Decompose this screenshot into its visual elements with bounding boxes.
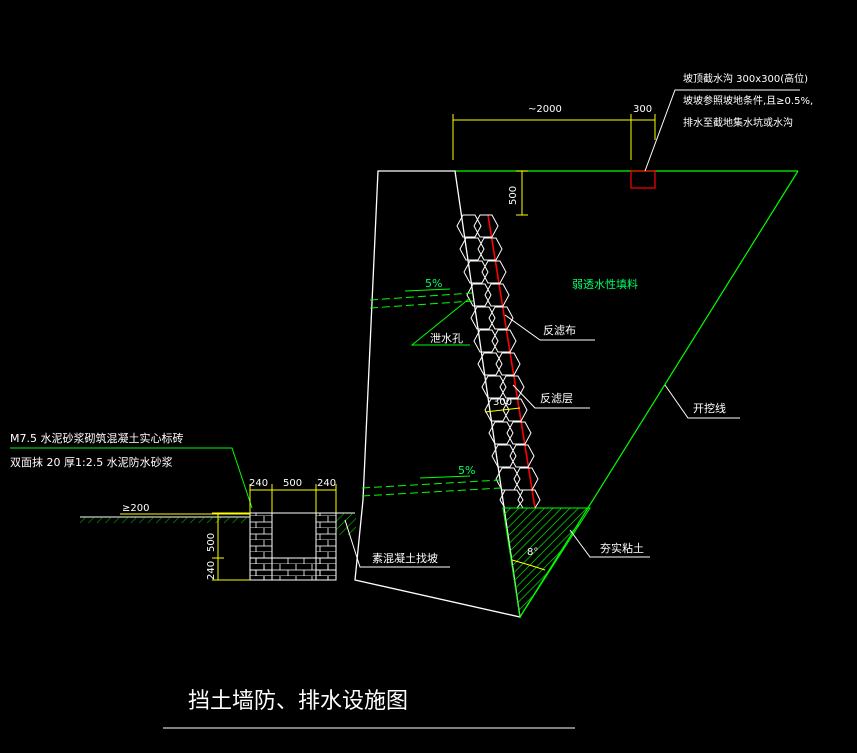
leader-concrete xyxy=(344,519,450,568)
angle-arc xyxy=(511,559,546,571)
drain-hole-lower xyxy=(361,479,502,497)
dim-ditch-width: 300 xyxy=(633,104,652,115)
dim-channel-base: 240 xyxy=(206,561,217,580)
masonry-line2: 双面抹 20 厚1:2.5 水泥防水砂浆 xyxy=(10,455,173,469)
filter-cloth-label: 反滤布 xyxy=(543,324,576,337)
leader-masonry xyxy=(10,447,253,509)
dim-filter-thickness: 300 xyxy=(493,397,512,408)
concrete-slope-label: 素混凝土找坡 xyxy=(372,551,438,565)
filter-layer-hexagons xyxy=(456,214,541,509)
channel-dimensions xyxy=(120,484,337,581)
retaining-wall-body xyxy=(354,170,521,618)
drain-hole-label: 泄水孔 xyxy=(430,332,463,345)
drainage-channel xyxy=(249,512,337,581)
drain-hole-upper xyxy=(369,292,474,309)
angle-label: 8° xyxy=(527,547,538,558)
dim-channel-depth: 500 xyxy=(206,533,217,552)
leader-filter-layer xyxy=(512,384,590,409)
leader-clay xyxy=(569,529,650,558)
slope-lower-label: 5% xyxy=(458,464,475,477)
filter-fabric-line xyxy=(487,214,536,509)
filter-layer-label: 反滤层 xyxy=(540,392,573,405)
masonry-line1: M7.5 水泥砂浆砌筑混凝土实心标砖 xyxy=(10,431,183,445)
dim-top-depth: 500 xyxy=(508,186,519,205)
dim-offset: ≥200 xyxy=(122,503,149,514)
dim-top-width: ~2000 xyxy=(528,104,562,115)
permeable-fill-label: 弱透水性填料 xyxy=(572,277,638,291)
leader-drain-hole xyxy=(410,297,471,346)
slope-upper-label: 5% xyxy=(425,277,442,290)
excavation-label: 开挖线 xyxy=(693,401,726,415)
drawing-title: 挡土墙防、排水设施图 xyxy=(188,689,408,714)
compacted-clay-area xyxy=(502,507,591,619)
top-dimensions xyxy=(452,114,656,216)
top-note-line1: 坡顶截水沟 300x300(高位) xyxy=(683,72,808,85)
dim-channel-right: 240 xyxy=(317,478,336,489)
leader-filter-cloth xyxy=(504,314,595,341)
top-ditch xyxy=(630,170,656,189)
top-note-line2: 坡坡参照坡地条件,且≥0.5%, xyxy=(683,94,813,107)
dim-channel-mid: 500 xyxy=(283,478,302,489)
top-note-line3: 排水至截地集水坑或水沟 xyxy=(683,116,793,129)
dim-channel-left: 240 xyxy=(249,478,268,489)
compacted-clay-label: 夯实粘土 xyxy=(600,541,644,555)
leader-excavation xyxy=(664,384,740,419)
